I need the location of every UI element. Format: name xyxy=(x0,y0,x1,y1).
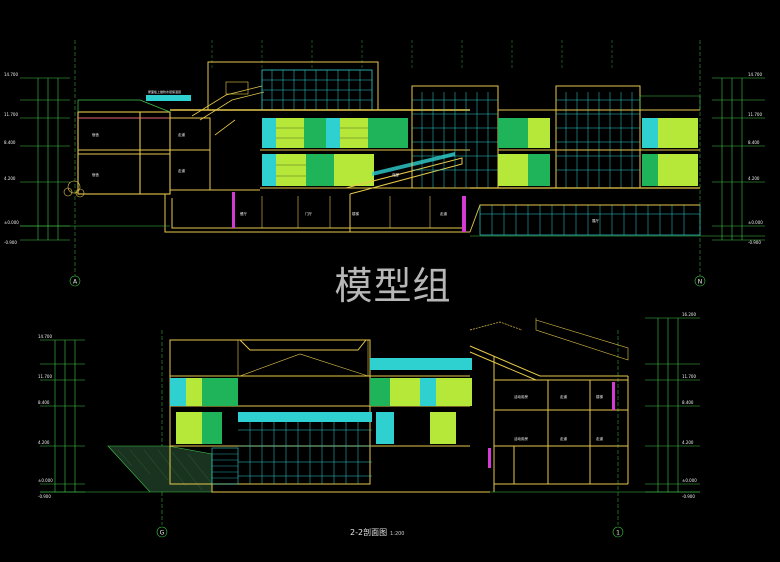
upper-left-elevation-texts: 14.700 11.700 8.400 4.200 ±0.000 -0.900 xyxy=(4,72,19,245)
roof-note: 屋面板上做防水层保温层 xyxy=(148,89,181,94)
magenta-column xyxy=(232,192,235,228)
right-glazed-block-a xyxy=(411,85,499,189)
axis-label: A xyxy=(73,279,78,286)
upper-left-elevation-scale xyxy=(20,77,70,241)
elevation-text: 11.700 xyxy=(4,112,18,117)
room-label: 楼梯 xyxy=(596,394,604,399)
elevation-text: 8.400 xyxy=(748,140,760,145)
section-scale: 1:200 xyxy=(390,531,405,537)
stair-diagonal xyxy=(191,85,265,136)
axis-label: G xyxy=(160,530,165,537)
room-label: 走道 xyxy=(596,436,604,441)
room-label: 走道 xyxy=(560,394,568,399)
lower-glazed-grid xyxy=(211,412,372,485)
upper-right-elevation-scale xyxy=(712,77,765,241)
lower-left-elevation-texts: 14.700 11.700 8.400 4.200 ±0.000 -0.900 xyxy=(38,334,53,499)
elevation-text: 14.700 xyxy=(748,72,762,77)
room-label: 门厅 xyxy=(305,211,313,216)
elevation-text: 8.400 xyxy=(38,400,50,405)
elevation-text: 14.700 xyxy=(4,72,18,77)
tree-symbol xyxy=(63,180,85,198)
lower-panels xyxy=(170,358,472,444)
lower-right-building xyxy=(469,345,629,492)
elevation-text: 16.200 xyxy=(682,312,696,317)
room-label: 走道 xyxy=(178,132,185,137)
elevation-text: 11.700 xyxy=(682,374,696,379)
elevation-text: 11.700 xyxy=(748,112,762,117)
room-label: 走道 xyxy=(560,436,568,441)
lower-right-colonnade xyxy=(469,204,701,236)
axis-bubble-1: 1 xyxy=(612,526,624,538)
elevation-text: -0.900 xyxy=(4,240,17,245)
elevation-text: 8.400 xyxy=(4,140,16,145)
room-label: 展厅 xyxy=(592,218,600,223)
upper-right-elevation-texts: 14.700 11.700 8.400 4.200 ±0.000 -0.900 xyxy=(748,72,763,245)
room-label: 餐厅 xyxy=(240,211,247,216)
axis-bubble-n: N xyxy=(694,275,706,287)
elevation-text: 11.700 xyxy=(38,374,52,379)
room-label: 连廊 xyxy=(392,172,400,177)
magenta-column xyxy=(462,196,466,232)
atrium-top xyxy=(237,339,369,377)
upper-section: 14.700 11.700 8.400 4.200 ±0.000 -0.900 … xyxy=(4,40,765,287)
upper-left-roof xyxy=(77,99,171,113)
upper-middle-block xyxy=(164,117,470,233)
room-label: 活动用房 xyxy=(514,436,528,441)
elevation-text: -0.900 xyxy=(682,494,695,499)
sloped-ramp-roof xyxy=(345,157,463,232)
elevation-text: -0.900 xyxy=(38,494,51,499)
elevation-text: 4.200 xyxy=(682,440,694,445)
elevation-text: 4.200 xyxy=(4,176,16,181)
lower-left-elevation-scale xyxy=(40,339,85,493)
elevation-text: 4.200 xyxy=(38,440,50,445)
room-label: 楼梯 xyxy=(352,211,360,216)
axis-bubble-a: A xyxy=(69,275,81,287)
axis-label: N xyxy=(698,279,703,286)
room-label: 宿舍 xyxy=(92,172,99,177)
elevation-text: ±0.000 xyxy=(748,220,763,225)
elevation-text: ±0.000 xyxy=(682,478,697,483)
elevation-text: ±0.000 xyxy=(38,478,53,483)
upper-panels-row1 xyxy=(262,118,408,148)
room-label: 宿舍 xyxy=(92,132,99,137)
lower-right-elevation-texts: 16.200 11.700 8.400 4.200 ±0.000 -0.900 xyxy=(682,312,697,499)
magenta-column xyxy=(488,448,491,468)
elevation-text: -0.900 xyxy=(748,240,761,245)
right-panels xyxy=(498,118,698,186)
magenta-column xyxy=(612,382,615,410)
elevation-text: ±0.000 xyxy=(4,220,19,225)
upper-panels-row2 xyxy=(262,154,374,186)
room-label: 活动用房 xyxy=(514,394,528,399)
axis-bubble-g: G xyxy=(156,526,168,538)
room-label: 走道 xyxy=(178,168,185,173)
elevation-text: 8.400 xyxy=(682,400,694,405)
lower-section: 14.700 11.700 8.400 4.200 ±0.000 -0.900 … xyxy=(38,312,700,538)
room-label: 走道 xyxy=(440,211,448,216)
axis-label: 1 xyxy=(616,530,620,537)
ramp-glazing xyxy=(372,152,455,176)
roof-glazing-strip xyxy=(146,95,191,101)
section-title: 2-2剖面图 xyxy=(350,528,388,537)
elevation-text: 14.700 xyxy=(38,334,52,339)
elevation-text: 4.200 xyxy=(748,176,760,181)
